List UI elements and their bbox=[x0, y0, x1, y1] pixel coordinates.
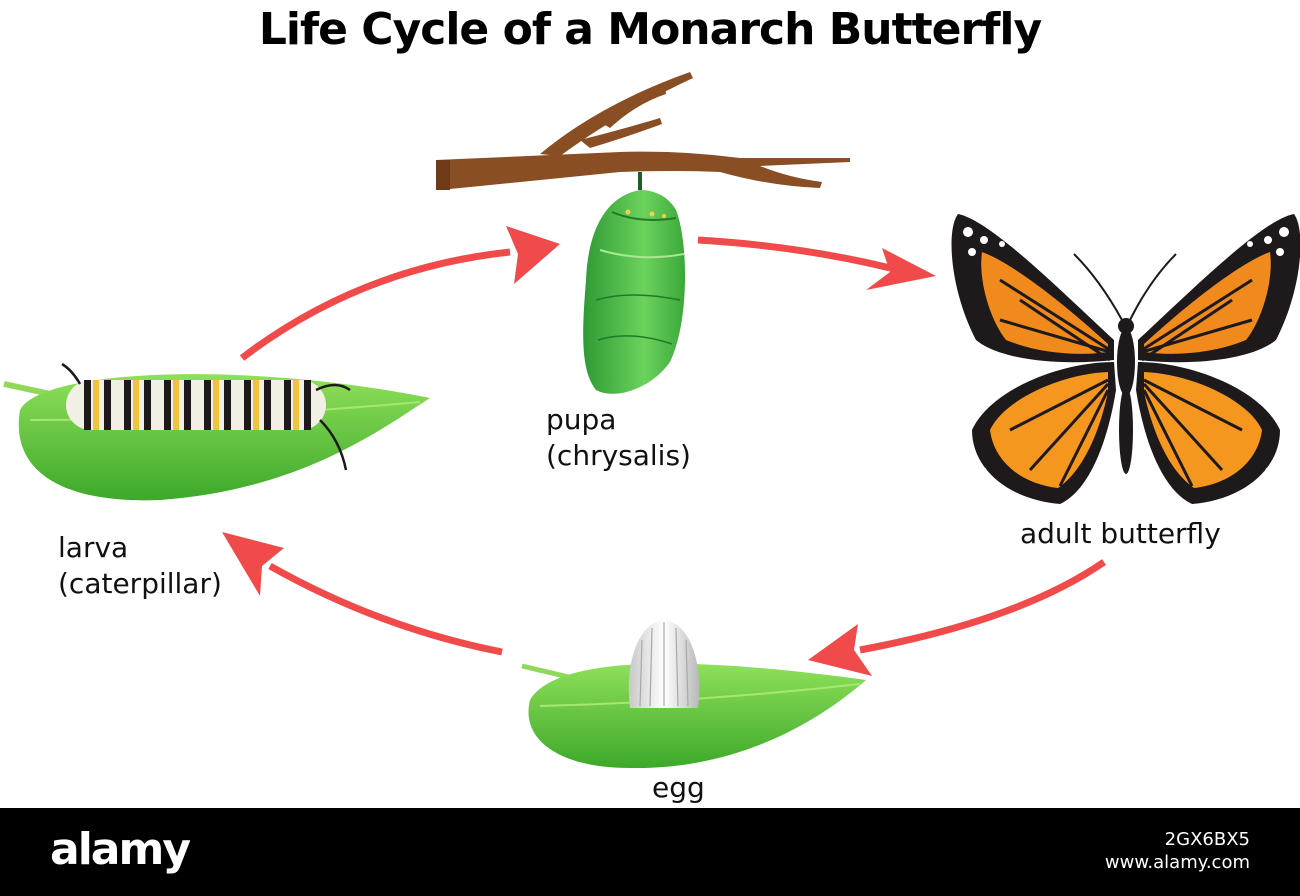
arrow-adult-to-egg bbox=[808, 559, 1106, 676]
label-pupa-line2: (chrysalis) bbox=[546, 439, 691, 473]
label-pupa: pupa (chrysalis) bbox=[546, 402, 691, 475]
branch bbox=[436, 72, 850, 190]
label-larva-line1: larva bbox=[58, 531, 129, 564]
footer-url: www.alamy.com bbox=[1104, 852, 1250, 874]
egg-icon bbox=[628, 620, 700, 708]
footer-image-id: 2GX6BX5 bbox=[1164, 829, 1250, 850]
butterfly-icon bbox=[951, 214, 1300, 504]
alamy-logo: alamy bbox=[50, 824, 191, 875]
life-cycle-diagram bbox=[3, 72, 1300, 769]
label-adult-line1: adult butterfly bbox=[1020, 517, 1221, 550]
watermark-footer: alamy 2GX6BX5 www.alamy.com bbox=[0, 808, 1300, 896]
egg-leaf-icon bbox=[521, 663, 866, 769]
diagram-title: Life Cycle of a Monarch Butterfly bbox=[258, 4, 1042, 55]
label-larva-line2: (caterpillar) bbox=[58, 567, 222, 601]
label-larva: larva (caterpillar) bbox=[58, 530, 222, 603]
label-pupa-line1: pupa bbox=[546, 403, 617, 436]
chrysalis-icon bbox=[583, 172, 686, 394]
footer-image-info: 2GX6BX5 www.alamy.com bbox=[1105, 828, 1250, 875]
arrow-larva-to-pupa bbox=[239, 226, 560, 361]
caterpillar-icon bbox=[61, 362, 351, 471]
label-adult-butterfly: adult butterfly bbox=[1020, 516, 1221, 552]
label-egg: egg bbox=[652, 770, 705, 806]
arrow-pupa-to-adult bbox=[697, 236, 936, 290]
label-egg-line1: egg bbox=[652, 771, 705, 804]
arrow-egg-to-larva bbox=[222, 532, 503, 656]
